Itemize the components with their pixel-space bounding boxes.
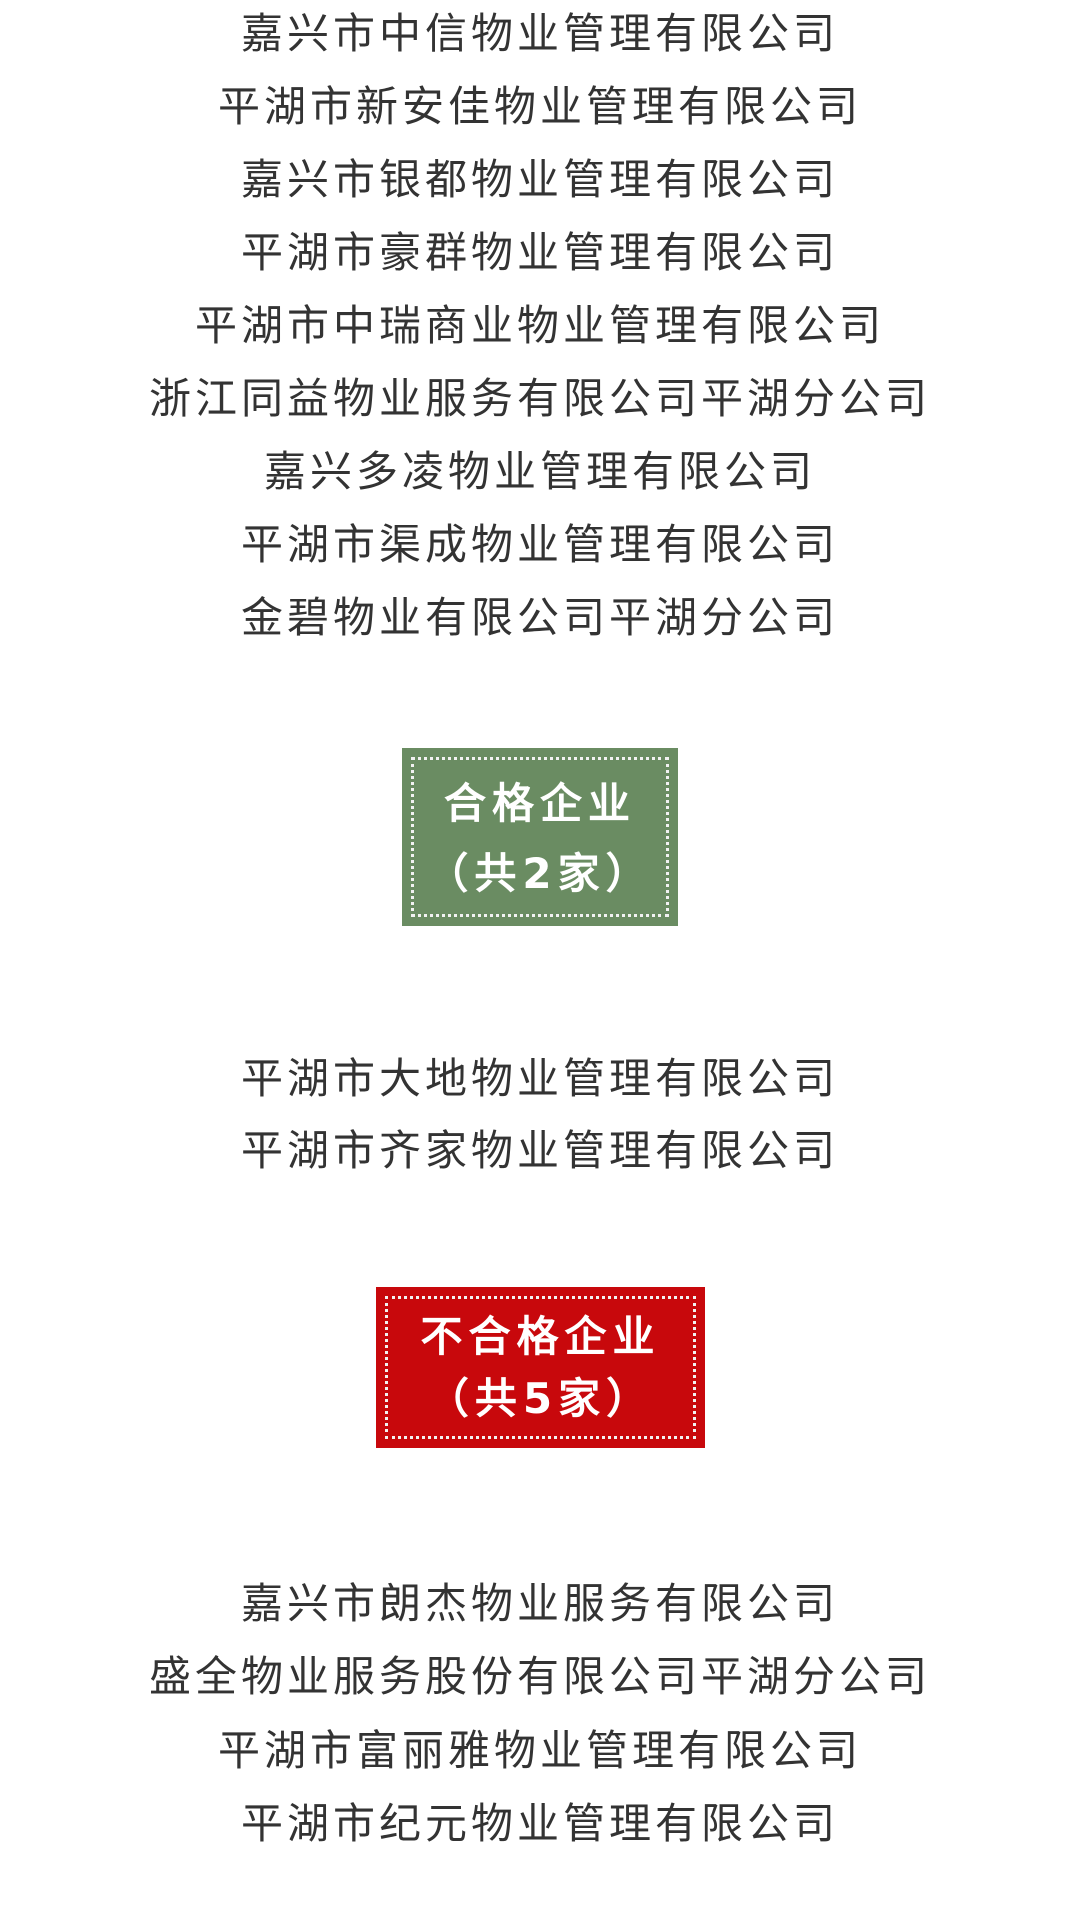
qualified-section-badge: 合格企业 （共2家） xyxy=(402,748,678,926)
dotted-border xyxy=(411,757,669,917)
badge-title: 合格企业 xyxy=(443,779,636,828)
list-item: 平湖市大地物业管理有限公司 xyxy=(240,1054,839,1103)
badge-count: （共5家） xyxy=(426,1374,655,1423)
badge-title: 不合格企业 xyxy=(420,1312,661,1361)
list-item: 平湖市富丽雅物业管理有限公司 xyxy=(217,1726,862,1775)
list-item: 金碧物业有限公司平湖分公司 xyxy=(240,593,839,642)
list-item: 平湖市纪元物业管理有限公司 xyxy=(240,1799,839,1848)
list-item: 嘉兴多凌物业管理有限公司 xyxy=(263,447,816,496)
list-item: 平湖市齐家物业管理有限公司 xyxy=(240,1126,839,1175)
dotted-border xyxy=(385,1296,696,1439)
list-item: 嘉兴市朗杰物业服务有限公司 xyxy=(240,1579,839,1628)
list-item: 平湖市中瑞商业物业管理有限公司 xyxy=(194,301,885,350)
list-item: 平湖市豪群物业管理有限公司 xyxy=(240,228,839,277)
unqualified-section-badge: 不合格企业 （共5家） xyxy=(376,1287,705,1448)
list-item: 平湖市新安佳物业管理有限公司 xyxy=(217,82,862,131)
list-item: 平湖市渠成物业管理有限公司 xyxy=(240,520,839,569)
list-item: 盛全物业服务股份有限公司平湖分公司 xyxy=(148,1652,931,1701)
list-item: 嘉兴市银都物业管理有限公司 xyxy=(240,155,839,204)
list-item: 浙江同益物业服务有限公司平湖分公司 xyxy=(148,374,931,423)
badge-count: （共2家） xyxy=(426,849,654,898)
list-item: 嘉兴市中信物业管理有限公司 xyxy=(240,9,839,58)
